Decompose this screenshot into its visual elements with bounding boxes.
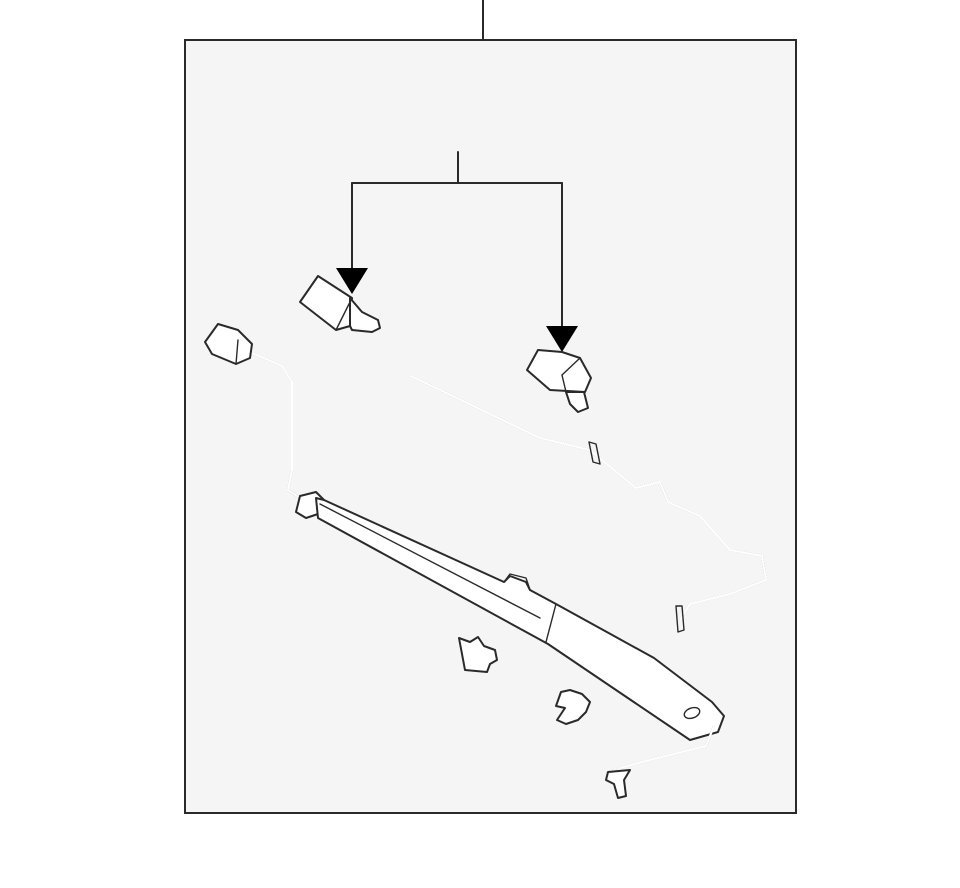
washer-nozzle-right <box>526 349 592 413</box>
washer-nozzle-left <box>299 275 381 333</box>
nozzle-callout-bracket <box>351 151 563 331</box>
hose-clip-upper <box>458 636 498 673</box>
parts-panel <box>184 39 797 814</box>
hose-clip-lower <box>555 689 591 725</box>
wiper-arm <box>204 323 725 799</box>
callout-arrowhead-right <box>546 326 578 352</box>
callout-arrowhead-left <box>336 268 368 294</box>
washer-hose <box>409 374 768 633</box>
